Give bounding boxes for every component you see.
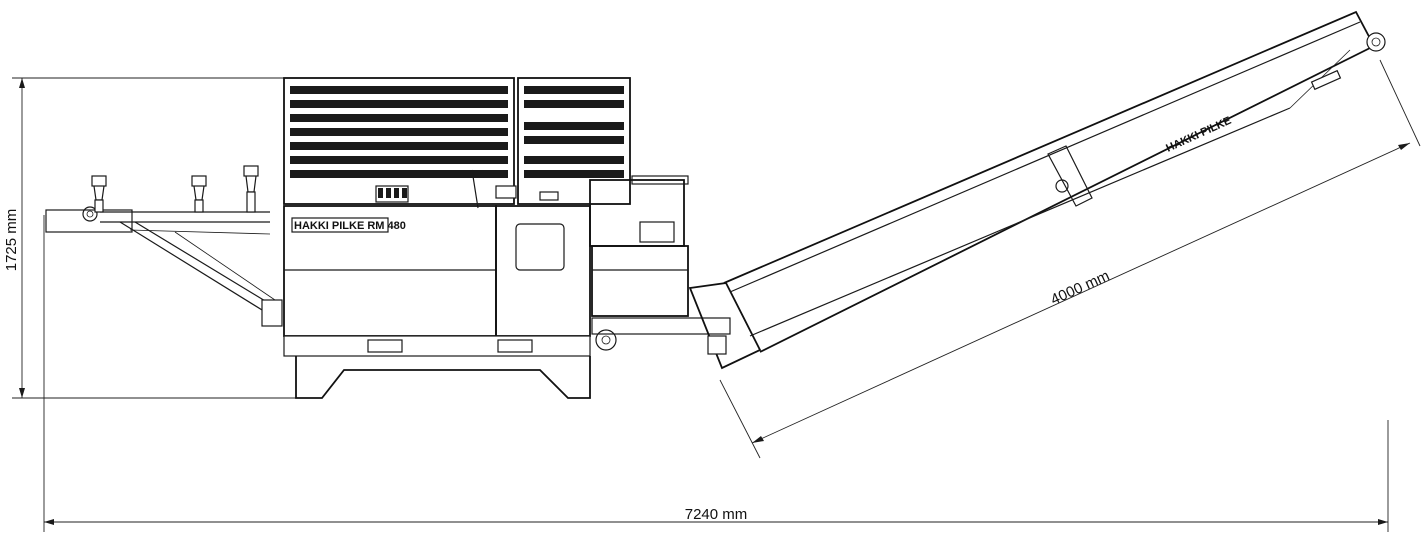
machine-model-plate: HAKKI PILKE RM 480: [294, 220, 406, 232]
height-dimension-label: 1725 mm: [3, 209, 20, 272]
conveyor-brand-plate: HAKKI PILKE: [1164, 115, 1233, 155]
height-dimension: 1725 mm: [3, 77, 300, 399]
total-length-label: 7240 mm: [685, 506, 748, 523]
machine-body: HAKKI PILKE RM 480: [283, 77, 731, 399]
conveyor-length-dimension: 4000 mm: [719, 59, 1421, 459]
infeed-roller: [91, 175, 107, 213]
conveyor-length-label: 4000 mm: [1048, 267, 1112, 308]
engine-grille: [290, 86, 624, 178]
total-length-dimension: 7240 mm: [43, 215, 1389, 532]
infeed-roller: [191, 175, 207, 213]
infeed-roller: [243, 165, 259, 213]
outfeed-conveyor: HAKKI PILKE: [688, 10, 1386, 370]
infeed-table: [45, 165, 283, 327]
